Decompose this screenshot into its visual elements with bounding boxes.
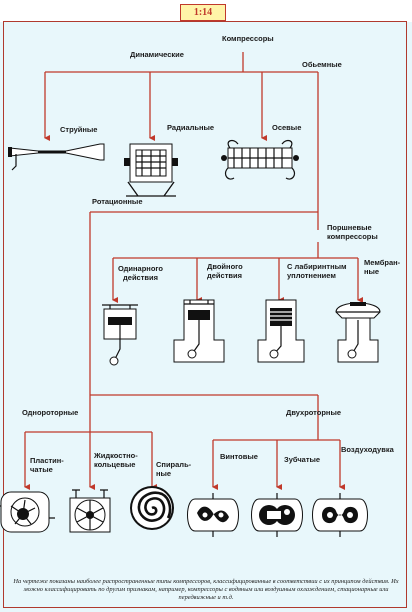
radial-compressor-icon — [124, 143, 178, 197]
label-single-acting: Одинарного действия — [118, 264, 163, 282]
jet-compressor-icon — [8, 143, 105, 171]
label-piston-line2: компрессоры — [327, 232, 378, 241]
label-membrane-line2: ные — [364, 267, 380, 276]
membrane-compressor-icon — [335, 302, 381, 363]
label-vane-line1: Пластин- — [30, 456, 64, 465]
spiral-compressor-icon — [130, 486, 174, 530]
label-twin-rotor: Двухроторные — [286, 408, 342, 417]
label-roots: Воздуходувка — [341, 445, 394, 454]
label-labyrinth-line1: С лабиринтным — [287, 262, 347, 271]
label-single-acting-line1: Одинарного — [118, 264, 164, 273]
label-liquid-ring-line1: Жидкостно- — [94, 451, 138, 460]
labyrinth-piston-icon — [257, 299, 305, 363]
label-liquid-ring: Жидкостно- кольцевые — [94, 451, 138, 469]
label-spiral-line2: ные — [156, 469, 172, 478]
label-membrane-line1: Мембран- — [364, 258, 401, 267]
roots-blower-icon — [312, 493, 368, 537]
label-vane: Пластин- чатые — [30, 456, 64, 474]
label-radial: Радиальные — [167, 123, 215, 132]
diagram-frame — [3, 21, 407, 608]
label-single-rotor: Однороторные — [22, 408, 79, 417]
label-labyrinth-line2: уплотнением — [287, 271, 336, 280]
tooth-compressor-icon — [251, 493, 303, 537]
label-double-acting-line2: действия — [207, 271, 242, 280]
label-jet: Струйные — [60, 125, 98, 134]
double-acting-piston-icon — [173, 299, 225, 363]
liquid-ring-compressor-icon — [69, 489, 111, 533]
label-piston-line1: Поршневые — [327, 223, 372, 232]
label-labyrinth: С лабиринтным уплотнением — [287, 262, 347, 280]
label-compressors: Компрессоры — [222, 34, 274, 43]
label-spiral: Спираль- ные — [156, 460, 191, 478]
label-volumetric: Обьемные — [302, 60, 342, 69]
vane-compressor-icon — [0, 491, 55, 533]
single-acting-piston-icon — [102, 304, 138, 366]
label-liquid-ring-line2: кольцевые — [94, 460, 136, 469]
figure-number-badge: 1:14 — [180, 4, 226, 21]
axial-compressor-icon — [221, 139, 299, 180]
tree-connectors — [24, 52, 363, 490]
label-piston: Поршневые компрессоры — [327, 223, 378, 241]
label-axial: Осевые — [272, 123, 302, 132]
label-dynamic: Динамические — [130, 50, 184, 59]
label-rotary: Ротационные — [92, 197, 143, 206]
label-single-acting-line2: действия — [123, 273, 158, 282]
label-double-acting: Двойного действия — [207, 262, 243, 280]
label-double-acting-line1: Двойного — [207, 262, 243, 271]
screw-compressor-icon — [187, 493, 239, 537]
label-vane-line2: чатые — [30, 465, 53, 474]
label-spiral-line1: Спираль- — [156, 460, 192, 469]
label-membrane: Мембран- ные — [364, 258, 400, 276]
label-screw: Винтовые — [220, 452, 258, 461]
figure-caption: На чертеже показаны наиболее распростран… — [13, 578, 399, 601]
label-tooth: Зубчатые — [284, 455, 321, 464]
